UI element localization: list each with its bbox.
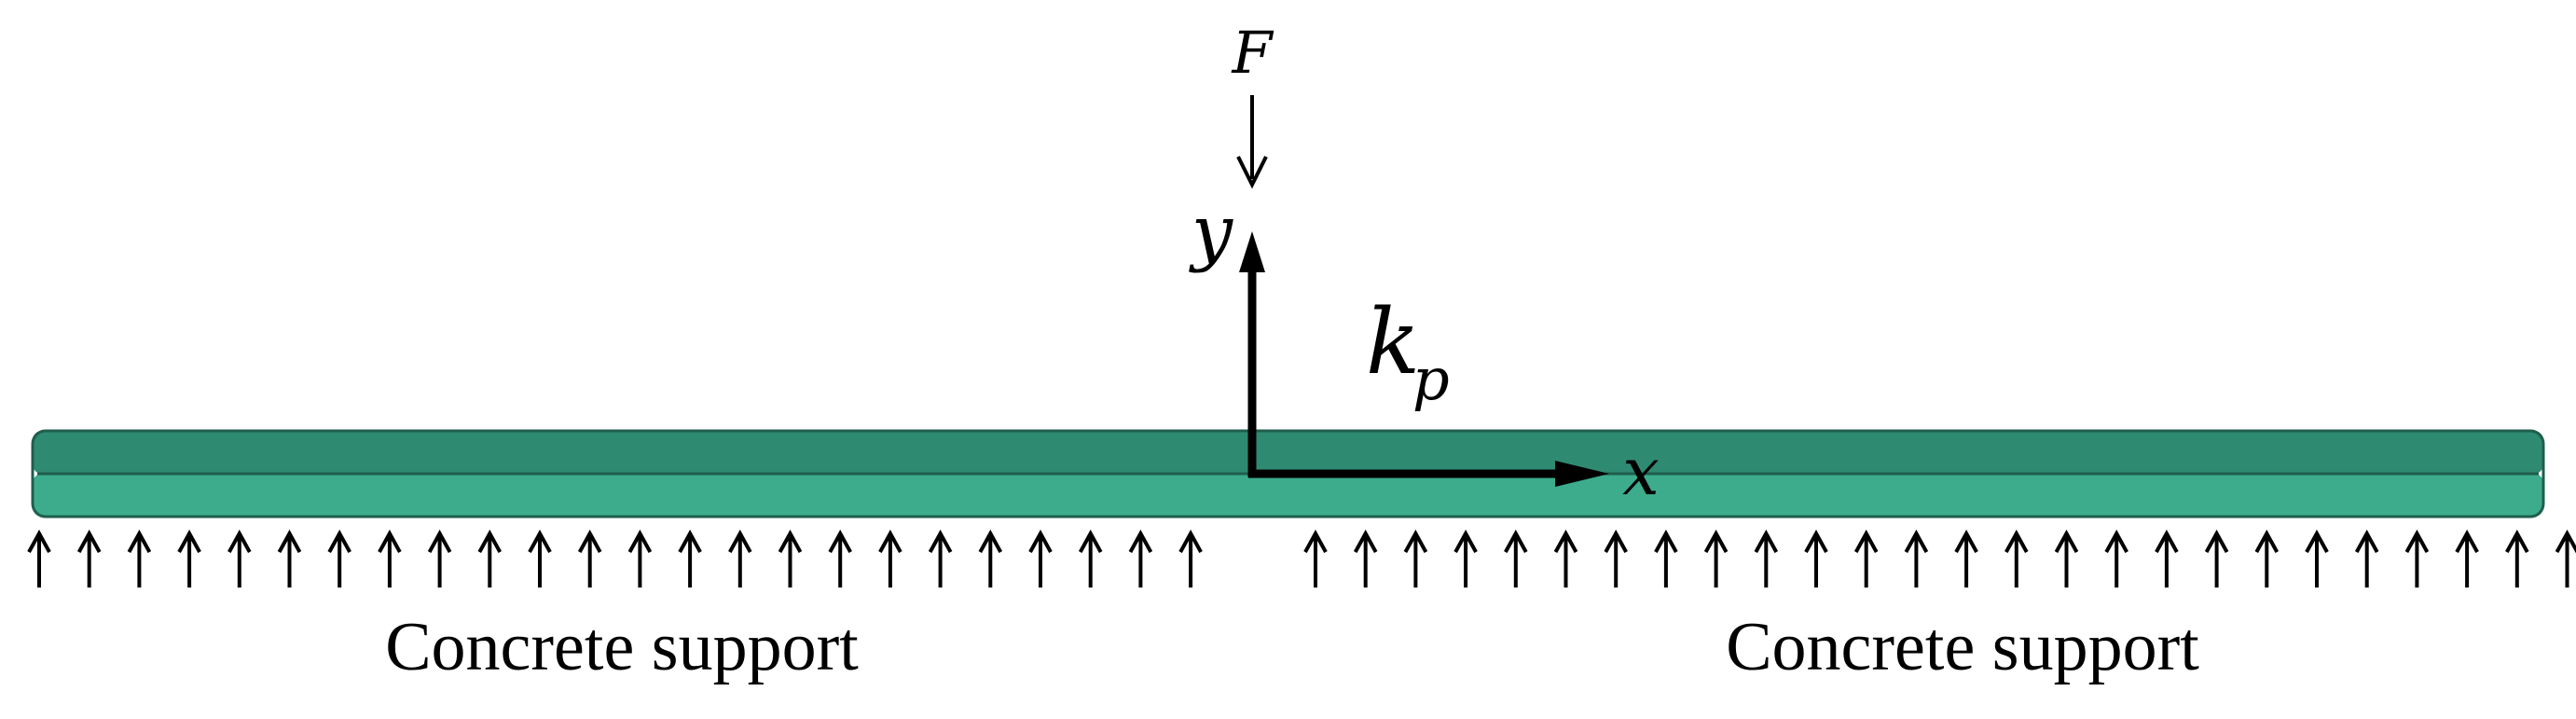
support-arrow-right-13 [1904,529,1929,588]
support-arrow-right-10 [1754,529,1779,588]
support-arrow-left-16 [778,529,803,588]
x-axis-label: x [1622,434,1659,510]
support-arrow-left-24 [1178,529,1203,588]
support-arrow-right-9 [1703,529,1729,588]
support-arrow-left-13 [627,529,653,588]
support-arrow-right-7 [1604,529,1628,588]
stiffness-subscript: p [1412,345,1450,413]
support-arrow-right-16 [2054,529,2079,588]
support-arrow-left-1 [27,529,51,588]
beam [31,429,2545,519]
support-arrow-left-11 [528,529,552,588]
y-axis-arrow [1239,231,1265,477]
support-arrow-right-6 [1553,529,1578,588]
support-arrow-right-2 [1353,529,1378,588]
support-arrow-right-11 [1804,529,1828,588]
support-arrow-left-18 [878,529,902,588]
support-arrow-right-22 [2354,529,2379,588]
support-arrow-left-19 [928,529,953,588]
support-arrow-left-5 [227,529,252,588]
support-arrow-left-17 [828,529,852,588]
support-arrow-left-7 [327,529,351,588]
x-axis-arrow [1248,461,1609,487]
support-arrow-left-2 [76,529,102,588]
beam-top-half [33,431,2543,474]
support-arrow-right-14 [1954,529,1978,588]
support-arrow-right-1 [1303,529,1328,588]
support-arrow-left-12 [577,529,602,588]
support-arrow-left-9 [427,529,452,588]
support-arrow-right-25 [2505,529,2529,588]
force-label: F [1231,19,1274,87]
support-arrow-right-12 [1853,529,1879,588]
support-arrow-right-26 [2555,529,2576,588]
force-arrow [1236,95,1268,189]
support-arrow-right-19 [2204,529,2229,588]
beam-outline [31,429,2545,519]
support-arrow-right-24 [2455,529,2479,588]
support-arrow-right-17 [2104,529,2128,588]
support-arrow-left-23 [1128,529,1153,588]
support-arrow-left-15 [728,529,752,588]
support-arrow-left-14 [678,529,702,588]
support-arrow-left-21 [1028,529,1053,588]
support-arrow-right-18 [2155,529,2179,588]
support-arrows [27,529,2576,588]
beam-bottom-half [33,474,2543,517]
support-arrow-left-6 [277,529,302,588]
y-axis-label: y [1189,190,1233,274]
support-arrow-left-22 [1078,529,1103,588]
support-arrow-left-3 [127,529,152,588]
support-arrow-right-23 [2404,529,2430,588]
support-arrow-right-15 [2004,529,2029,588]
support-arrow-left-10 [477,529,503,588]
support-arrow-right-3 [1403,529,1428,588]
support-arrow-left-4 [177,529,201,588]
support-arrow-left-20 [978,529,1003,588]
support-label-right: Concrete support [1726,609,2199,685]
support-arrow-right-21 [2305,529,2329,588]
support-arrow-right-8 [1654,529,1678,588]
support-arrow-right-20 [2254,529,2280,588]
stiffness-label: k [1366,290,1420,394]
support-arrow-left-8 [378,529,402,588]
support-arrow-right-4 [1453,529,1478,588]
support-arrow-right-5 [1504,529,1528,588]
support-label-left: Concrete support [385,609,859,685]
